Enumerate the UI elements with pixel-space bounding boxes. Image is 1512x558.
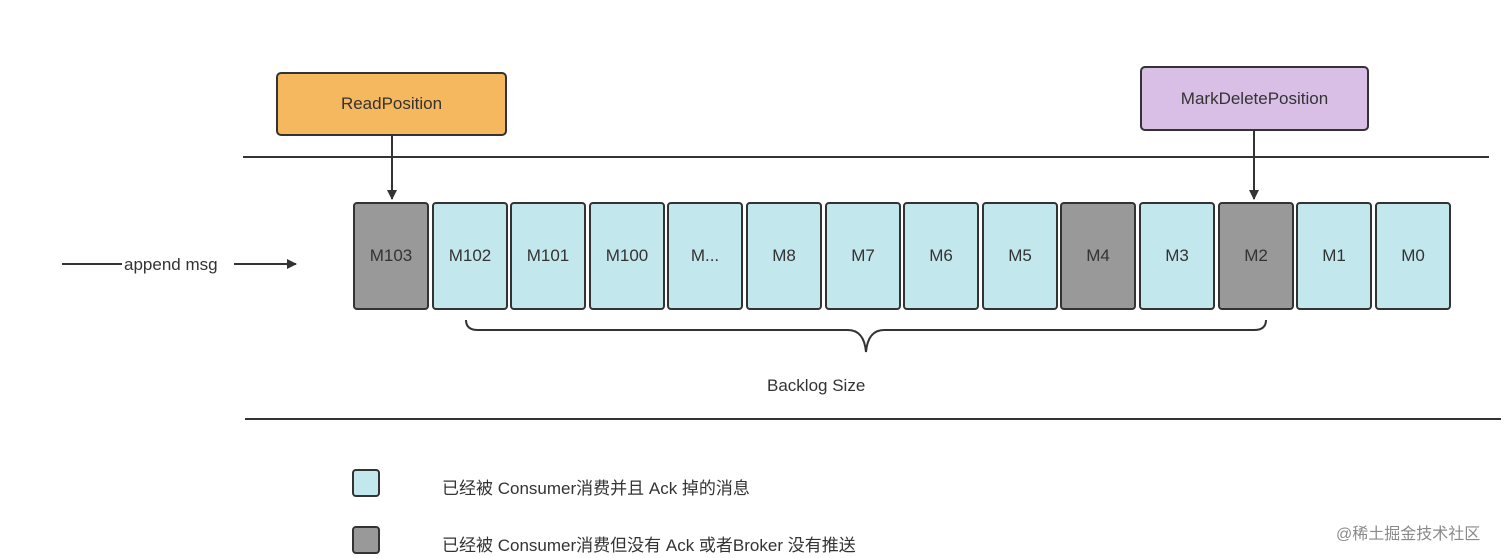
- message-cell: M101: [510, 202, 586, 310]
- legend-text-not-acked: 已经被 Consumer消费但没有 Ack 或者Broker 没有推送: [442, 536, 856, 555]
- watermark-text: @稀土掘金技术社区: [1336, 526, 1481, 543]
- legend-swatch-acked: [352, 469, 380, 497]
- message-cell: M...: [667, 202, 743, 310]
- message-cell-label: M100: [605, 246, 649, 265]
- top-divider-line: [243, 156, 1489, 158]
- message-cell: M102: [432, 202, 508, 310]
- mark-delete-position-label: MarkDeletePosition: [1180, 88, 1329, 108]
- message-cell: M103: [353, 202, 429, 310]
- append-msg-label: append msg: [124, 255, 218, 274]
- message-cell: M100: [589, 202, 665, 310]
- message-cell-label: M0: [1401, 246, 1425, 265]
- message-cell: M5: [982, 202, 1058, 310]
- legend-text-acked: 已经被 Consumer消费并且 Ack 掉的消息: [442, 479, 750, 498]
- message-cell-label: M1: [1322, 246, 1346, 265]
- message-cell-label: M102: [448, 246, 492, 265]
- message-cell: M2: [1218, 202, 1294, 310]
- message-cell: M6: [903, 202, 979, 310]
- message-cell: M7: [825, 202, 901, 310]
- read-position-label: ReadPosition: [340, 94, 443, 113]
- message-cell: M3: [1139, 202, 1215, 310]
- read-position-box: ReadPosition: [276, 72, 507, 136]
- message-cell: M1: [1296, 202, 1372, 310]
- message-cell-label: M6: [929, 246, 953, 265]
- bottom-divider-line: [245, 418, 1501, 420]
- backlog-size-label: Backlog Size: [767, 376, 866, 395]
- message-cell: M4: [1060, 202, 1136, 310]
- message-cell-label: M3: [1165, 246, 1189, 265]
- message-cell-label: M...: [690, 246, 720, 265]
- message-cell-label: M103: [369, 246, 413, 265]
- message-cell-label: M7: [851, 246, 875, 265]
- legend-swatch-not-acked: [352, 526, 380, 554]
- message-cell-label: M4: [1086, 246, 1110, 265]
- mark-delete-position-box: MarkDeletePosition: [1140, 66, 1369, 131]
- message-cell-label: M5: [1008, 246, 1032, 265]
- message-cell-label: M8: [772, 246, 796, 265]
- message-cell-label: M2: [1244, 246, 1268, 265]
- message-cell-label: M101: [526, 246, 570, 265]
- backlog-brace: [465, 319, 1267, 353]
- message-cell: M0: [1375, 202, 1451, 310]
- message-cell: M8: [746, 202, 822, 310]
